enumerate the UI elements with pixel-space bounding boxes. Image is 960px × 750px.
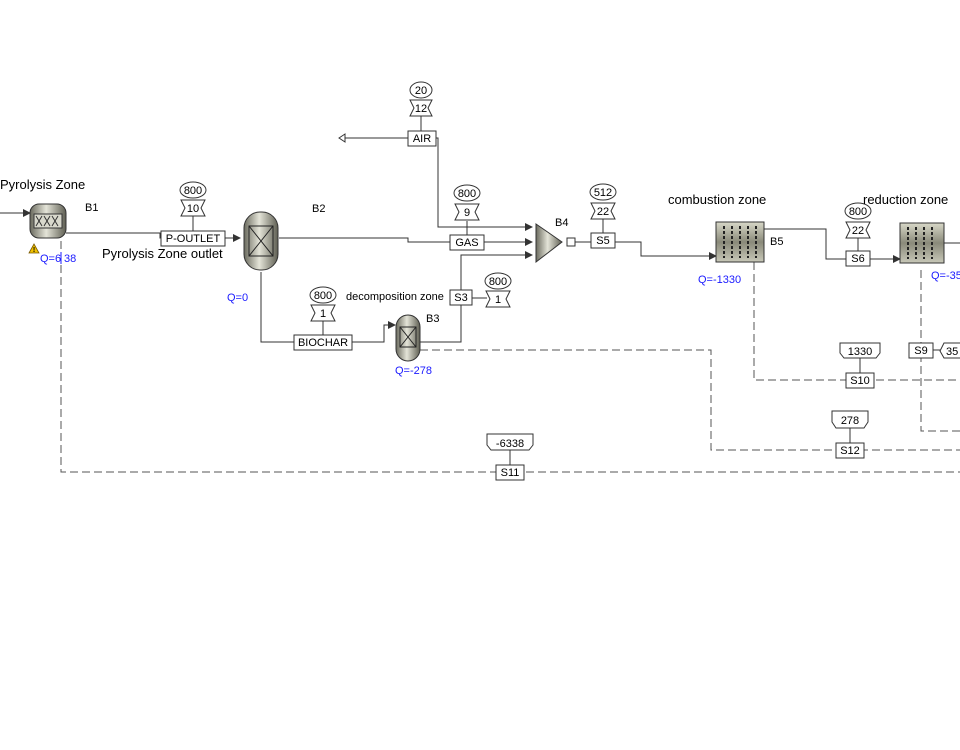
s5-stream-label: S5 <box>596 235 609 247</box>
s11-heat-label: -6338 <box>496 438 524 450</box>
air-stream-tag[interactable]: AIR <box>407 130 437 147</box>
s6-pressure: 22 <box>852 225 864 237</box>
air-pressure: 12 <box>415 103 427 115</box>
biochar-temperature: 800 <box>314 290 332 302</box>
b5-combustion-reactor[interactable] <box>715 221 765 263</box>
feed-arrow-icon <box>338 133 346 143</box>
s10-heat-value: 1330 <box>839 342 881 373</box>
s9-heat-line[interactable] <box>920 270 960 432</box>
svg-text:!: ! <box>33 247 35 254</box>
s3-condition-marker: 800 1 <box>472 272 512 308</box>
pyrolysis-zone-title: Pyrolysis Zone <box>0 177 85 192</box>
s6-condition-marker: 800 22 <box>844 202 872 251</box>
gas-stream-tag[interactable]: GAS <box>449 234 485 251</box>
b1-pyrolysis-reactor[interactable] <box>29 203 67 239</box>
s5-stream-tag[interactable]: S5 <box>590 232 616 249</box>
b3-duty-label: Q=-278 <box>395 365 432 377</box>
p-outlet-condition-marker: 800 10 <box>179 181 207 231</box>
warning-icon: ! <box>28 243 40 254</box>
s5-temperature: 512 <box>594 187 612 199</box>
b2-duty-label: Q=0 <box>227 292 248 304</box>
biochar-stream-label: BIOCHAR <box>298 337 348 349</box>
p-outlet-pressure: 10 <box>187 203 199 215</box>
air-temperature: 20 <box>415 85 427 97</box>
s12-stream-tag[interactable]: S12 <box>835 442 865 459</box>
b2-label: B2 <box>312 203 325 215</box>
s12-heat-line[interactable] <box>420 349 960 451</box>
gas-temperature: 800 <box>458 188 476 200</box>
b3-decomposition-reactor[interactable] <box>395 314 421 362</box>
s3-pressure: 1 <box>495 294 501 306</box>
p-outlet-temperature: 800 <box>184 185 202 197</box>
b4-mixer[interactable] <box>535 223 576 264</box>
air-condition-marker: 20 12 <box>409 81 433 131</box>
s6-temperature: 800 <box>849 206 867 218</box>
s9-heat-label: 35 <box>946 346 958 358</box>
s11-stream-label: S11 <box>501 467 520 479</box>
s9-stream-label: S9 <box>914 345 927 357</box>
s6-stream-tag[interactable]: S6 <box>845 250 871 267</box>
gas-condition-marker: 800 9 <box>453 184 481 235</box>
b2-separator-vessel[interactable] <box>243 211 279 271</box>
s6-stream-label: S6 <box>851 253 864 265</box>
s12-stream-label: S12 <box>840 445 860 457</box>
p-outlet-stream-tag[interactable]: P-OUTLET <box>160 230 226 247</box>
biochar-pressure: 1 <box>320 308 326 320</box>
b4-label: B4 <box>555 217 568 229</box>
gas-stream-label: GAS <box>455 237 478 249</box>
air-stream-label: AIR <box>413 133 431 145</box>
s5-condition-marker: 512 22 <box>589 183 617 233</box>
b3-label: B3 <box>426 313 439 325</box>
biochar-condition-marker: 800 1 <box>309 286 337 335</box>
s11-heat-line[interactable] <box>60 241 960 473</box>
biochar-stream-line[interactable] <box>260 272 396 343</box>
s3-temperature: 800 <box>489 276 507 288</box>
s3-stream-tag[interactable]: S3 <box>449 289 473 306</box>
reduction-duty-label: Q=-35 <box>931 270 960 282</box>
s11-heat-value: -6338 <box>486 433 534 465</box>
combustion-zone-title: combustion zone <box>668 192 766 207</box>
pyrolysis-outlet-title: Pyrolysis Zone outlet <box>102 246 223 261</box>
s11-stream-tag[interactable]: S11 <box>495 464 525 481</box>
s6-stream-line[interactable] <box>764 228 901 263</box>
decomposition-zone-title: decomposition zone <box>346 291 444 303</box>
s10-stream-label: S10 <box>850 375 870 387</box>
b1-work-label: 38 <box>64 253 76 265</box>
s12-heat-value: 278 <box>831 410 869 443</box>
s5-pressure: 22 <box>597 206 609 218</box>
gas-pressure: 9 <box>464 207 470 219</box>
s12-heat-label: 278 <box>841 415 859 427</box>
heat-streams <box>60 241 960 473</box>
b1-duty-label: Q=6 <box>40 253 61 265</box>
gas-stream-line[interactable] <box>279 237 533 246</box>
s9-heat-value: 35 <box>933 342 960 359</box>
p-outlet-stream-label: P-OUTLET <box>166 233 221 245</box>
b5-duty-label: Q=-1330 <box>698 274 741 286</box>
reduction-zone-title: reduction zone <box>863 192 948 207</box>
s10-heat-label: 1330 <box>848 346 872 358</box>
s10-heat-line[interactable] <box>753 262 960 381</box>
b1-label: B1 <box>85 202 98 214</box>
s3-stream-label: S3 <box>454 292 467 304</box>
reduction-reactor[interactable] <box>899 222 945 264</box>
air-stream-line[interactable] <box>345 137 533 231</box>
s9-stream-tag[interactable]: S9 <box>908 342 934 359</box>
b5-label: B5 <box>770 236 783 248</box>
biochar-stream-tag[interactable]: BIOCHAR <box>293 334 353 351</box>
s10-stream-tag[interactable]: S10 <box>845 372 875 389</box>
